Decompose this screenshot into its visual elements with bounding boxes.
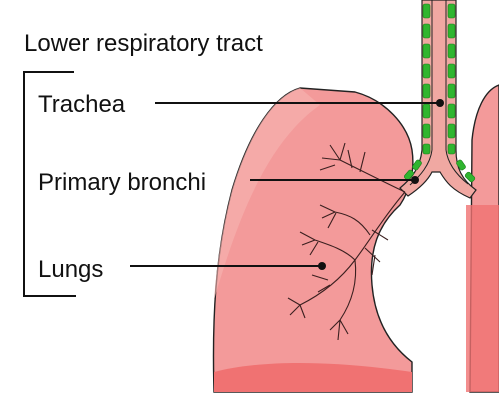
label-primary-bronchi: Primary bronchi <box>38 171 206 195</box>
label-trachea: Trachea <box>38 93 125 117</box>
diagram-title: Lower respiratory tract <box>24 32 263 56</box>
right-lung <box>466 85 499 392</box>
label-lungs: Lungs <box>38 258 103 282</box>
left-lung <box>213 88 412 392</box>
